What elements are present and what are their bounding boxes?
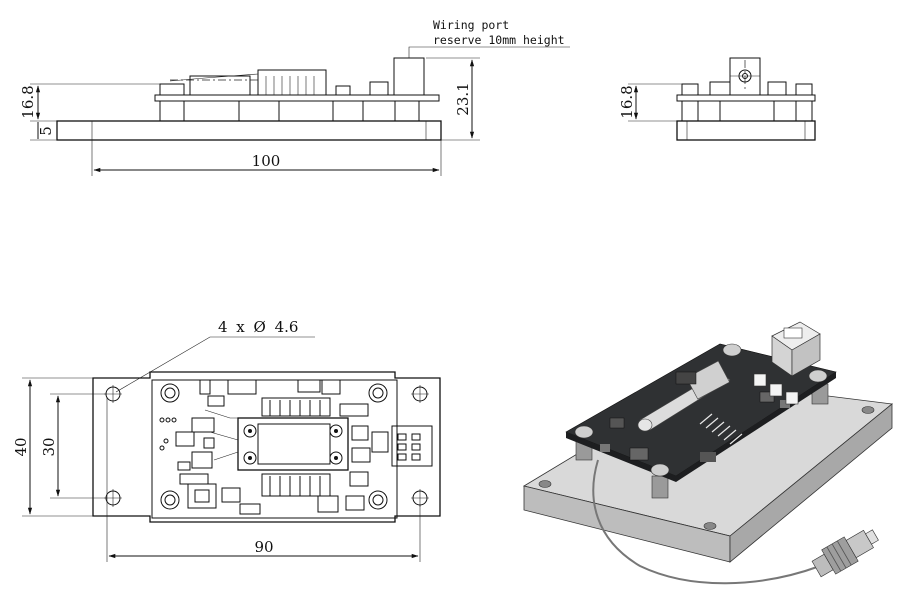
- hole-callout: 4 x Ø 4.6: [218, 318, 298, 336]
- dim-base-height: 5: [37, 126, 55, 136]
- top-view: 4 x Ø 4.6 40 30 90: [12, 318, 441, 562]
- wiring-port-note-line1: Wiring port: [433, 18, 509, 32]
- dim-length: 100: [252, 152, 281, 170]
- dim-total-height: 23.1: [454, 82, 472, 115]
- dim-board-height: 16.8: [19, 85, 37, 118]
- dim-hole-spacing-vertical: 30: [40, 437, 58, 456]
- dim-end-height: 16.8: [618, 85, 636, 118]
- dim-hole-spacing-horizontal: 90: [254, 538, 273, 556]
- side-view: Wiring port reserve 10mm height 23.1 16.…: [19, 18, 570, 176]
- isometric-view: [522, 321, 893, 585]
- end-view: 16.8: [618, 57, 816, 141]
- wiring-port-note-line2: reserve 10mm height: [433, 33, 565, 47]
- dim-width: 40: [12, 437, 30, 456]
